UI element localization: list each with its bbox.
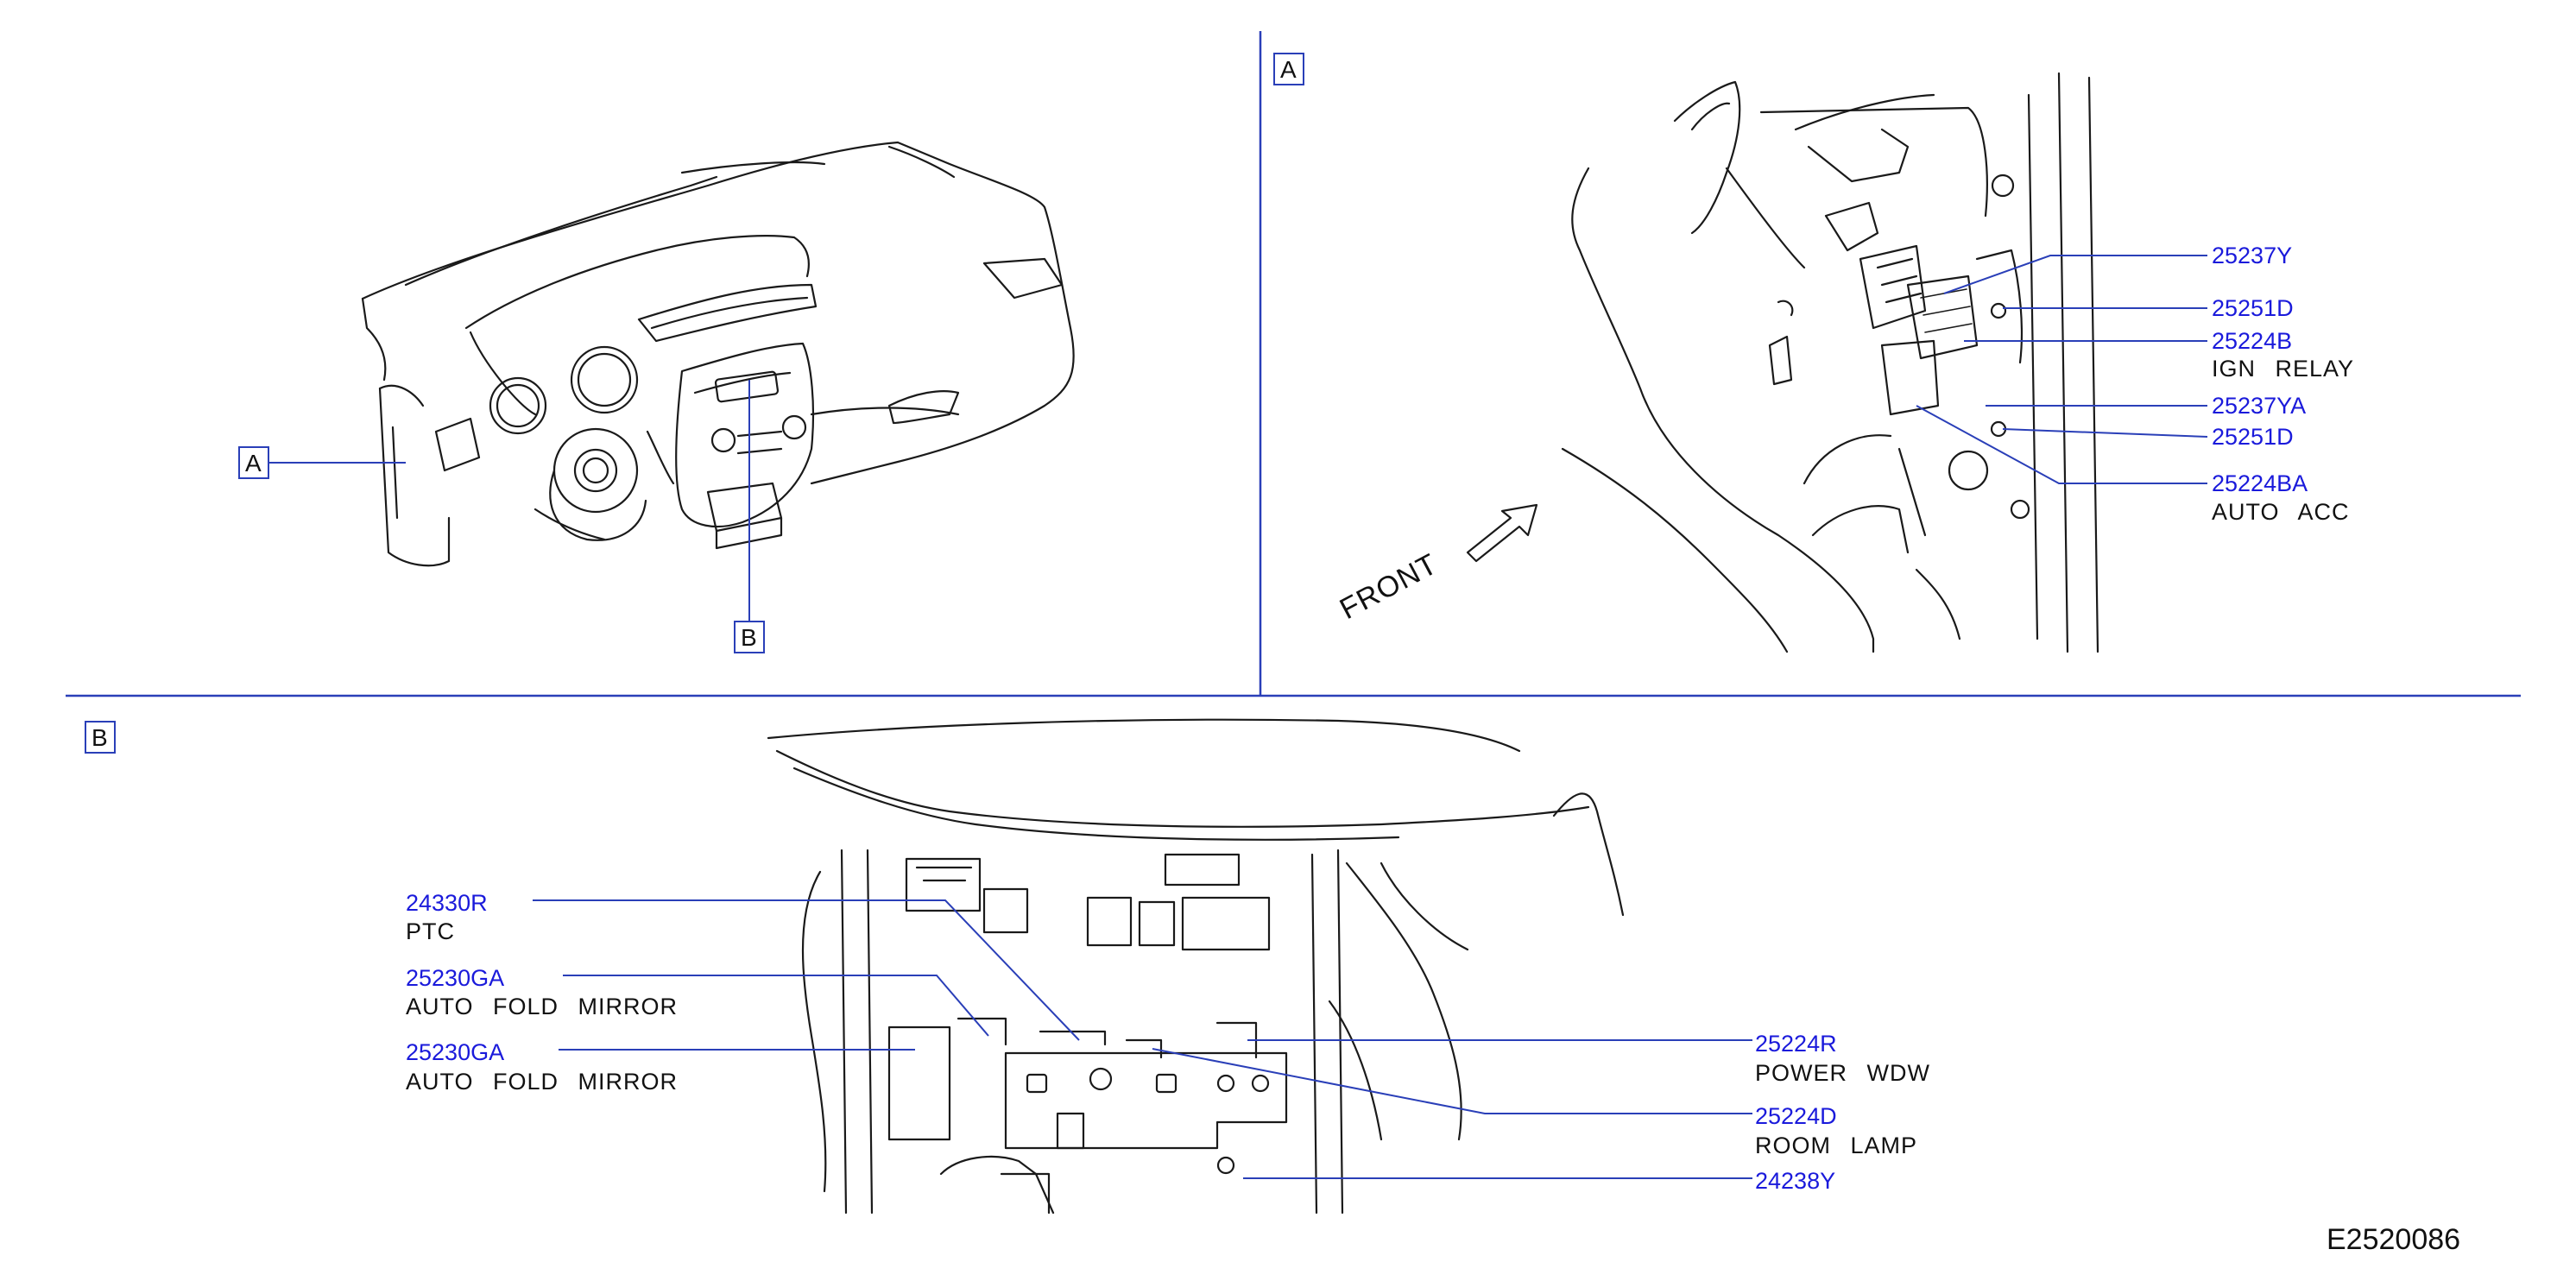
callout-b-part: 24238Y <box>1755 1168 1835 1194</box>
callout-a-part: 25237Y <box>2212 243 2292 268</box>
overview-callout-a: A <box>238 446 406 479</box>
callout-b-part: 25224D <box>1755 1103 1837 1129</box>
callout-a-desc: IGN RELAY <box>2212 356 2354 382</box>
view-b-leaders <box>533 899 1752 1179</box>
callout-a-part: 25224B <box>2212 328 2292 354</box>
callout-b-desc: ROOM LAMP <box>1755 1133 1917 1158</box>
front-direction-indicator: FRONT <box>1335 503 1538 626</box>
overview-callout-b: B <box>734 380 765 653</box>
callout-a-part: 25251D <box>2212 424 2294 450</box>
view-a-marker <box>238 446 269 479</box>
callout-b-part: 24330R <box>406 890 488 916</box>
view-b-illustration <box>767 718 1625 1215</box>
diagram-code: E2520086 <box>2327 1223 2460 1256</box>
view-a-title-box <box>1273 53 1304 85</box>
callout-b-part: 25224R <box>1755 1031 1837 1057</box>
view-a-illustration <box>1561 72 2099 653</box>
callout-b-part: 25230GA <box>406 1039 504 1065</box>
callout-b-desc: AUTO FOLD MIRROR <box>406 1069 678 1095</box>
view-b-marker-label: B <box>741 624 757 651</box>
view-b-title-box <box>85 721 116 754</box>
callout-a-part: 25224BA <box>2212 470 2308 496</box>
view-b-marker <box>734 621 765 653</box>
view-a-marker-label: A <box>245 450 262 476</box>
callout-a-desc: AUTO ACC <box>2212 499 2350 525</box>
callout-b-desc: AUTO FOLD MIRROR <box>406 994 678 1019</box>
callout-b-desc: PTC <box>406 918 455 944</box>
callout-a-part: 25237YA <box>2212 393 2306 419</box>
view-b-callouts-right: 25224R POWER WDW 25224D ROOM LAMP 24238Y <box>1755 1031 1930 1194</box>
panel-dividers <box>66 31 2521 697</box>
front-label: FRONT <box>1335 547 1443 626</box>
callout-b-part: 25230GA <box>406 965 504 991</box>
callout-b-desc: POWER WDW <box>1755 1060 1930 1086</box>
view-a-callouts: 25237Y 25251D 25224B IGN RELAY 25237YA 2… <box>2212 243 2354 525</box>
instrument-panel-overview <box>361 141 1075 567</box>
view-b-title: B <box>92 724 108 751</box>
view-b-callouts-left: 24330R PTC 25230GA AUTO FOLD MIRROR 2523… <box>406 890 678 1095</box>
callout-a-part: 25251D <box>2212 295 2294 321</box>
view-a-panel: A <box>1273 53 2354 653</box>
view-b-panel: B <box>85 718 1930 1215</box>
view-a-leaders <box>1916 255 2208 484</box>
view-a-title: A <box>1280 56 1297 83</box>
